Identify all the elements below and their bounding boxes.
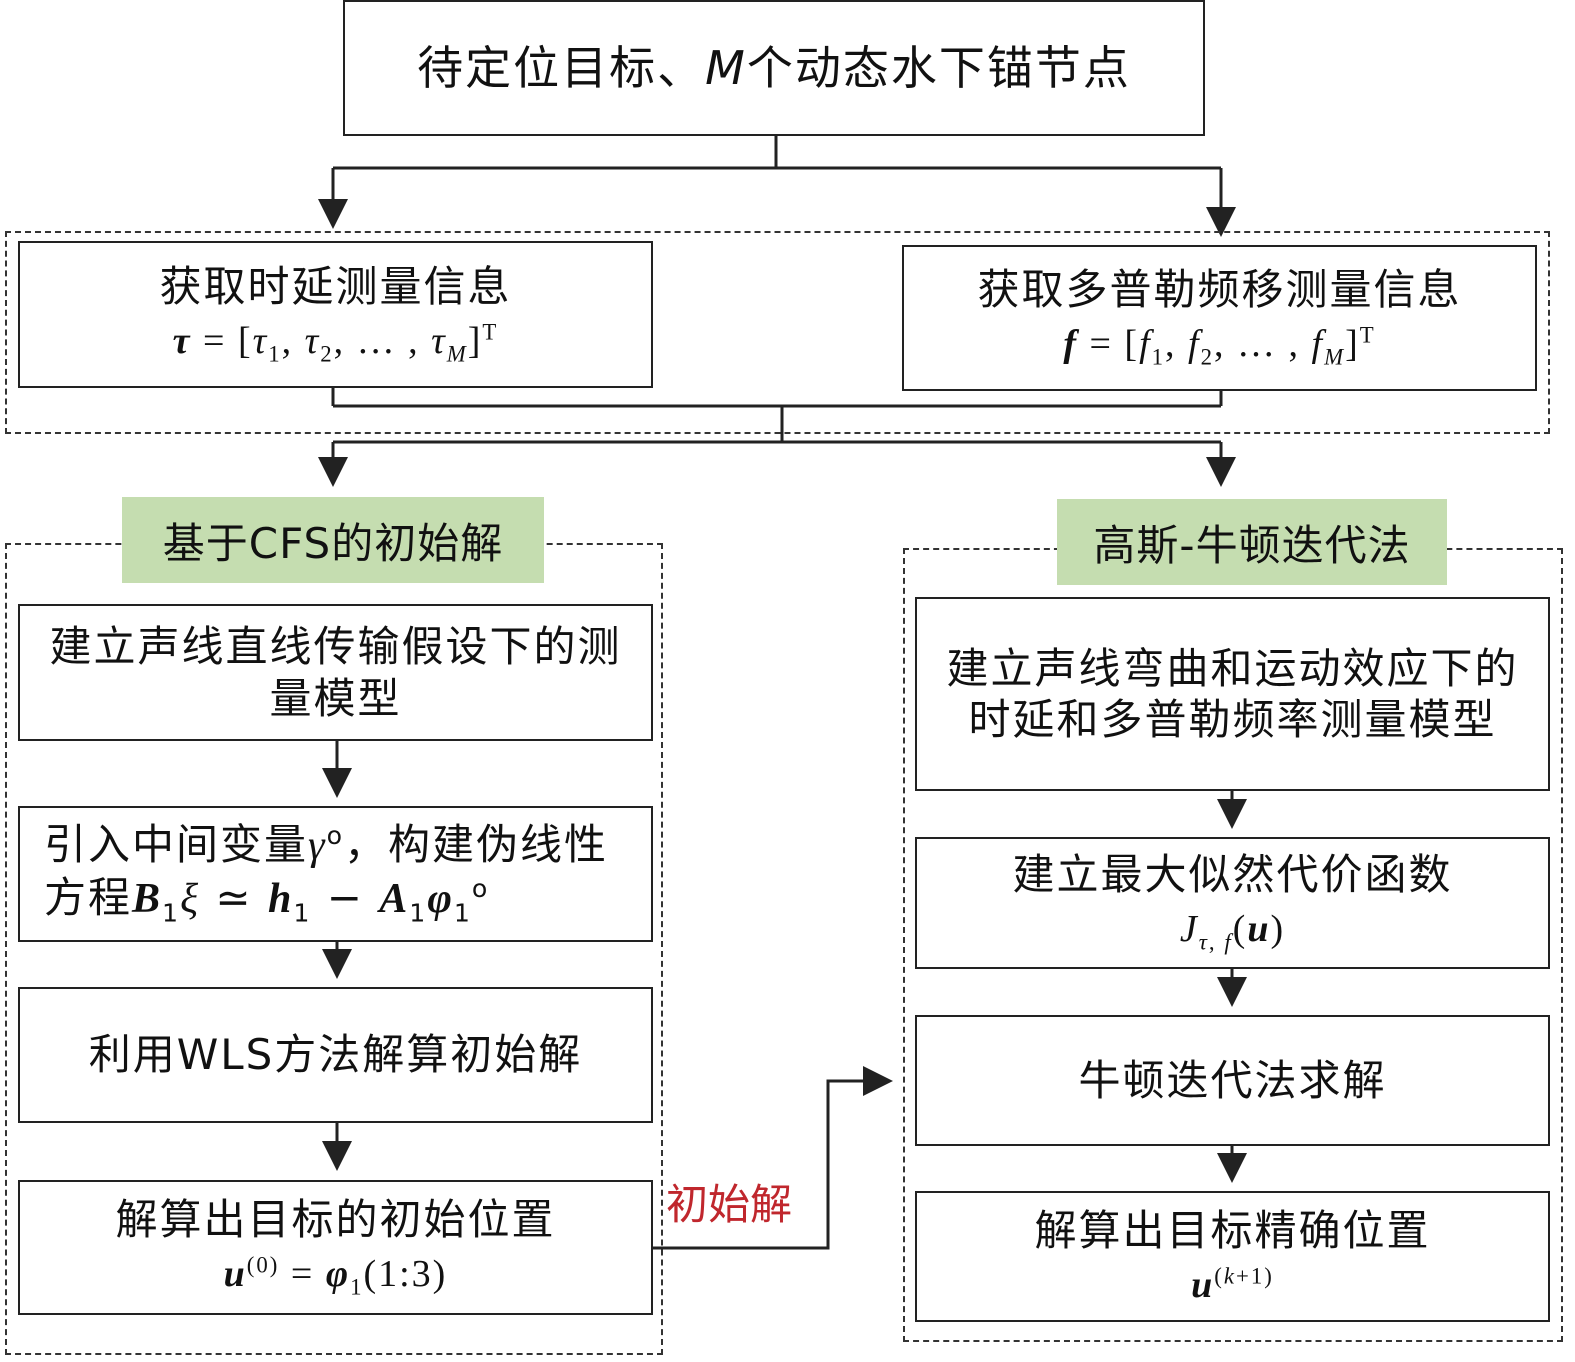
delay-measurement-title: 获取时延测量信息 (159, 261, 512, 311)
cfs-step-initial-position-formula: u(0) = φ1(1:3) (223, 1252, 448, 1300)
gn-step-newton-iteration: 牛顿迭代法求解 (915, 1015, 1550, 1146)
gn-step-measurement-model: 建立声线弯曲和运动效应下的时延和多普勒频率测量模型 (915, 597, 1550, 791)
measurement-group (5, 231, 1550, 434)
doppler-measurement-formula: f = [f1, f2, … , fM]T (1063, 322, 1376, 371)
cfs-step-straight-line-model: 建立声线直线传输假设下的测量模型 (18, 604, 653, 741)
gn-step-precise-position: 解算出目标精确位置 u(k+1) (915, 1191, 1550, 1322)
cfs-step-initial-position-title: 解算出目标的初始位置 (115, 1194, 556, 1244)
gauss-newton-label: 高斯-牛顿迭代法 (1057, 499, 1447, 585)
delay-measurement-formula: τ = [τ1, τ2, … , τM]T (172, 319, 499, 367)
delay-measurement-box: 获取时延测量信息 τ = [τ1, τ2, … , τM]T (18, 241, 653, 388)
cfs-step-initial-position: 解算出目标的初始位置 u(0) = φ1(1:3) (18, 1180, 653, 1315)
gn-step-precise-position-title: 解算出目标精确位置 (1034, 1205, 1431, 1255)
cfs-step-straight-line-model-text: 建立声线直线传输假设下的测量模型 (49, 622, 622, 723)
gn-step-precise-position-formula: u(k+1) (1191, 1263, 1274, 1306)
gn-step-newton-iteration-text: 牛顿迭代法求解 (1078, 1055, 1387, 1105)
cfs-step-pseudo-linear: 引入中间变量γo，构建伪线性方程B1ξ ≃ h1 − A1φ1o (18, 806, 653, 942)
gn-step-ml-cost: 建立最大似然代价函数 Jτ, f(u) (915, 837, 1550, 969)
gn-step-measurement-model-text: 建立声线弯曲和运动效应下的时延和多普勒频率测量模型 (946, 643, 1519, 744)
anchor-nodes-box: 待定位目标、M个动态水下锚节点 (343, 0, 1205, 136)
gn-step-ml-cost-formula: Jτ, f(u) (1179, 908, 1286, 956)
cfs-step-wls: 利用WLS方法解算初始解 (18, 987, 653, 1123)
cfs-step-wls-text: 利用WLS方法解算初始解 (88, 1030, 583, 1080)
anchor-nodes-text: 待定位目标、M个动态水下锚节点 (417, 40, 1131, 95)
doppler-measurement-title: 获取多普勒频移测量信息 (977, 265, 1462, 315)
doppler-measurement-box: 获取多普勒频移测量信息 f = [f1, f2, … , fM]T (902, 245, 1537, 391)
cfs-label: 基于CFS的初始解 (122, 497, 544, 583)
initial-solution-connector-label: 初始解 (666, 1180, 793, 1229)
cfs-step-pseudo-linear-text: 引入中间变量γo，构建伪线性方程B1ξ ≃ h1 − A1φ1o (44, 819, 609, 928)
gn-step-ml-cost-title: 建立最大似然代价函数 (1012, 850, 1453, 900)
